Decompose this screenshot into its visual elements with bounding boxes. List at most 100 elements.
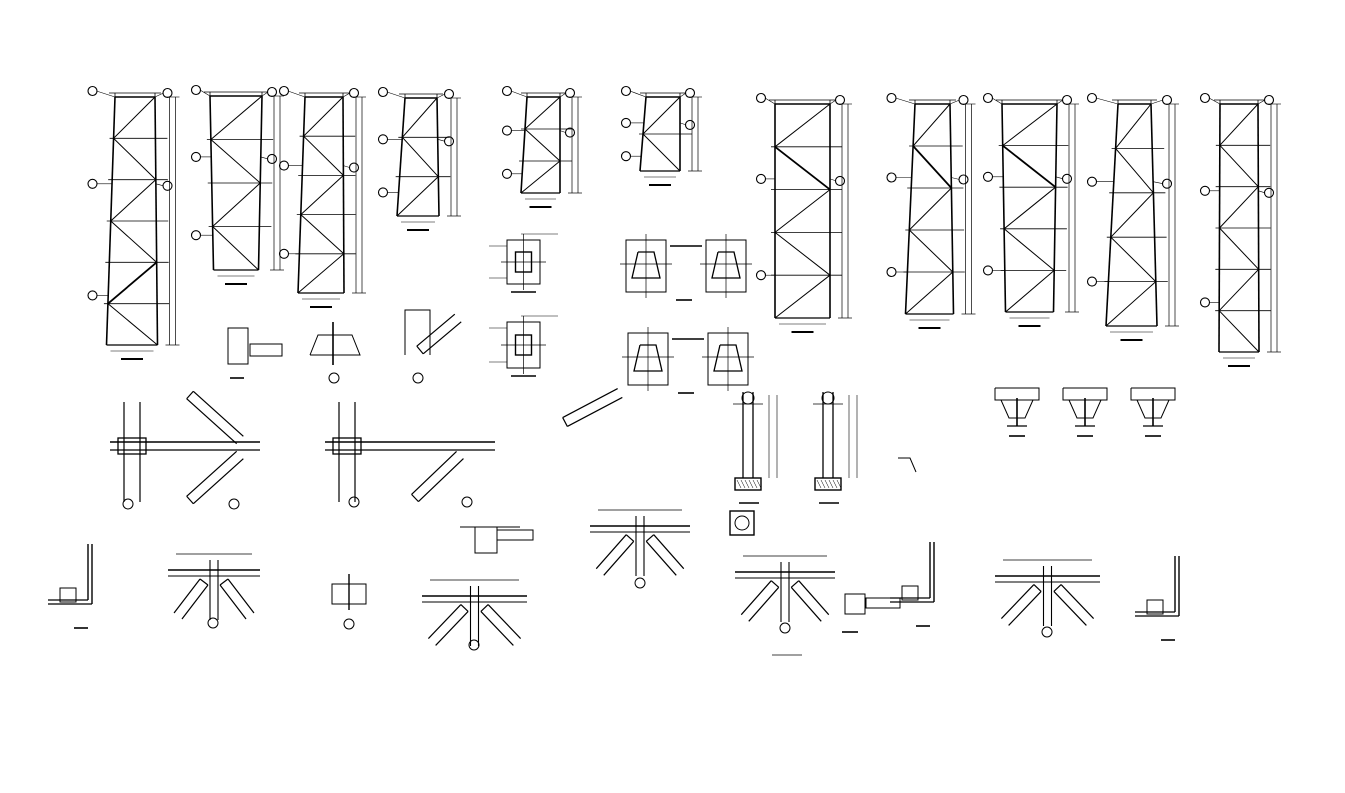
callout-bubble (684, 119, 696, 130)
callout-bubble (348, 496, 360, 508)
node-detail-d-left-brace (740, 580, 780, 622)
callout-bubble (443, 136, 455, 147)
callout-bubble (634, 577, 646, 589)
callout-bubble (982, 92, 994, 104)
truss-elevation-6 (620, 85, 702, 186)
truss-elevation-8 (886, 92, 976, 329)
plate-detail-b (489, 315, 558, 377)
callout-bubble (620, 85, 632, 97)
brace-c (411, 450, 464, 503)
column-cap-small (331, 574, 367, 630)
callout-bubble (1263, 187, 1275, 198)
callout-bubble (982, 171, 994, 182)
callout-bubble (1086, 276, 1098, 287)
joint-plan-b (325, 402, 495, 508)
callout-bubble (779, 622, 791, 634)
node-detail-c-left-brace (427, 604, 469, 646)
node-detail-a-left-brace (595, 534, 635, 576)
node-detail-b-right-brace (219, 578, 255, 620)
callout-bubble (501, 85, 513, 97)
node-detail-b-left-brace (173, 578, 209, 620)
callout-bubble (343, 618, 355, 630)
callout-bubble (412, 372, 424, 384)
callout-bubble (278, 85, 290, 97)
callout-bubble (684, 87, 696, 99)
callout-bubble (886, 266, 897, 278)
callout-bubble (1199, 297, 1211, 308)
node-detail-d (735, 555, 835, 634)
callout-bubble (278, 160, 290, 171)
callout-bubble (87, 290, 98, 301)
truss-elevation-4 (377, 86, 461, 231)
node-detail-e (995, 559, 1100, 638)
truss-elevation-7 (755, 92, 852, 333)
callout-bubble (377, 134, 389, 145)
brace-b (186, 450, 244, 505)
pipe-section (821, 391, 835, 405)
brace-a (186, 390, 244, 445)
truss-elevation-11 (1199, 92, 1281, 367)
callout-bubble (755, 92, 767, 104)
callout-bubble (348, 162, 360, 173)
callout-bubble (1086, 176, 1098, 187)
truss-elevation-2 (190, 84, 284, 285)
joint-plan-a (110, 402, 260, 510)
callout-bubble (834, 94, 846, 106)
callout-bubble (468, 639, 480, 651)
callout-bubble (958, 94, 969, 106)
truss-elevation-3 (278, 85, 366, 308)
callout-bubble (1199, 92, 1211, 104)
callout-bubble (501, 168, 513, 179)
side-connection (842, 593, 901, 633)
callout-bubble (207, 617, 219, 629)
beam-stub-b (460, 526, 534, 554)
beam-section-c (1130, 387, 1176, 437)
callout-bubble (228, 498, 240, 510)
tapered-base-a (309, 322, 361, 384)
node-detail-a (590, 509, 690, 589)
callout-bubble (190, 84, 202, 96)
loose-member (562, 388, 623, 427)
callout-bubble (87, 178, 98, 189)
callout-bubble (190, 230, 202, 241)
node-detail-b (168, 553, 260, 629)
callout-bubble (348, 87, 360, 99)
callout-bubble (564, 87, 576, 99)
callout-bubble (162, 180, 173, 191)
anchor-hole (734, 515, 750, 531)
callout-bubble (1161, 178, 1173, 189)
callout-bubble (886, 172, 897, 183)
beam-section-b (1062, 387, 1108, 437)
truss-elevation-10 (1086, 92, 1179, 341)
callout-bubble (461, 496, 473, 508)
corner-detail-a (48, 544, 93, 629)
truss-elevation-5 (501, 85, 582, 208)
pipe-section (741, 391, 755, 405)
callout-bubble (982, 265, 994, 276)
gusset-pair-b (622, 327, 754, 394)
connection-details-group (48, 233, 1180, 656)
callout-bubble (443, 88, 455, 100)
callout-bubble (834, 175, 846, 186)
callout-bubble (1041, 626, 1053, 638)
callout-bubble (564, 127, 576, 138)
callout-bubble (620, 117, 632, 128)
callout-bubble (190, 151, 202, 162)
callout-bubble (122, 498, 134, 510)
corner-detail-b (1135, 556, 1180, 641)
callout-bubble (377, 86, 389, 98)
callout-bubble (377, 187, 389, 198)
truss-elevation-group (87, 84, 1281, 367)
callout-bubble (162, 87, 173, 99)
callout-bubble (755, 270, 767, 281)
leader-arrow (898, 457, 917, 473)
tapered-base-b (404, 309, 431, 384)
plate-detail-a (489, 233, 558, 293)
node-detail-e-left-brace (1000, 584, 1042, 626)
callout-bubble (958, 174, 969, 185)
truss-elevation-1 (87, 85, 180, 360)
callout-bubble (328, 372, 340, 384)
callout-bubble (1061, 173, 1073, 184)
callout-bubble (501, 125, 513, 136)
